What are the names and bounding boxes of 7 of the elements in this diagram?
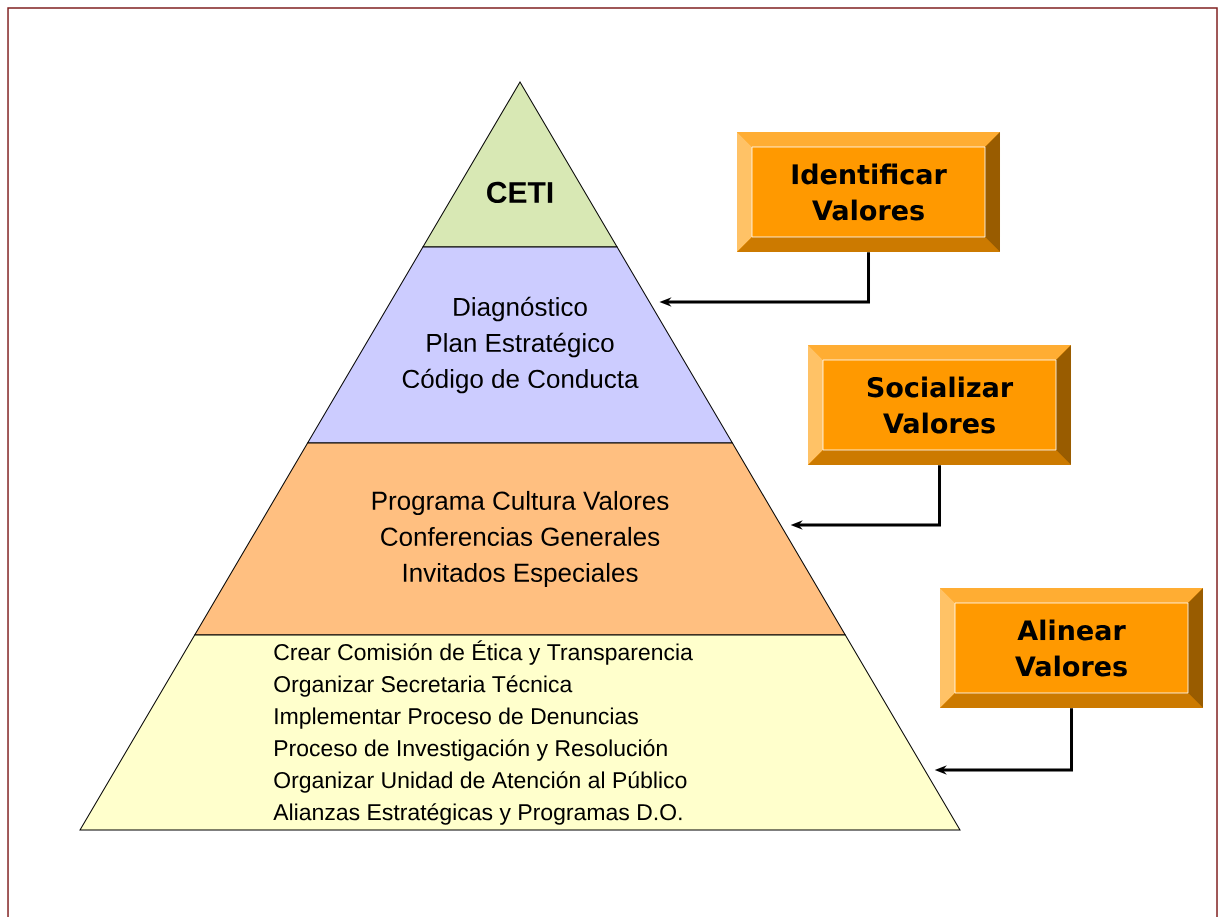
pyramid-tier: Programa Cultura Valores Conferencias Generales Invitados Especiales — [194, 442, 846, 636]
pyramid-tier: Diagnóstico Plan Estratégico Código de Conducta — [307, 246, 733, 444]
pyramid-tier: Crear Comisión de Ética y Transparencia Organizar Secretaria Técnica Implementar Proceso de Denuncias Proceso de Investigación y Resolución Organizar Unidad de Atención al Público Alianzas Estratégicas y Programas D.O. — [79, 634, 961, 831]
bevel-box: Socializar Valores — [808, 345, 1071, 465]
pyramid-tier: CETI — [422, 81, 618, 248]
bevel-box: Identificar Valores — [737, 132, 1000, 252]
bevel-box: Alinear Valores — [940, 588, 1203, 708]
